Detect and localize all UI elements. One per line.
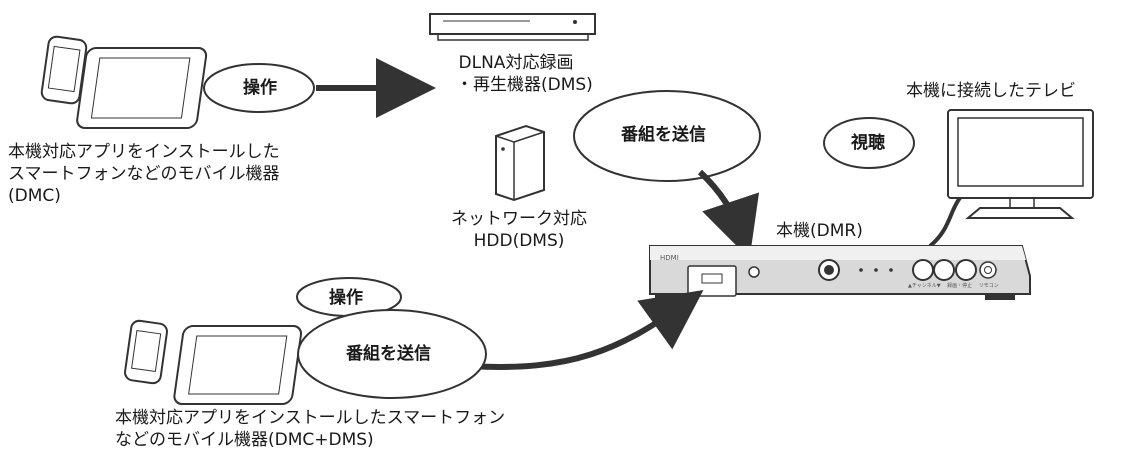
dmc-label: 本機対応アプリをインストールした スマートフォンなどのモバイル機器 (DMC) — [8, 141, 280, 207]
hdd-icon — [495, 124, 545, 202]
tv-label: 本機に接続したテレビ — [906, 81, 1076, 101]
operation-bubble-top — [203, 63, 315, 113]
dms-recorder-label: DLNA対応録画 ・再生機器(DMS) — [456, 52, 593, 96]
watch-label: 視聴 — [851, 133, 885, 153]
arrow-send-top — [697, 169, 760, 259]
dms-hdd-line1: ネットワーク対応 — [451, 209, 587, 229]
send-program-bubble-top — [573, 90, 761, 182]
tablet-icon-top — [76, 47, 208, 129]
dmc-dms-line1: 本機対応アプリをインストールしたスマートフォン — [115, 408, 506, 428]
send-program-bubble-bottom — [297, 309, 487, 399]
arrow-send-bottom — [469, 289, 704, 370]
dmc-line2: スマートフォンなどのモバイル機器 — [8, 164, 280, 184]
phone-icon-top — [40, 35, 88, 105]
dmc-dms-line2: などのモバイル機器(DMC+DMS) — [115, 430, 374, 450]
dmr-device-icon — [649, 245, 1031, 300]
dmc-dms-label: 本機対応アプリをインストールしたスマートフォン などのモバイル機器(DMC+DM… — [115, 407, 505, 451]
recorder-icon — [429, 13, 596, 41]
hdmi-cable — [928, 196, 962, 248]
phone-icon-bottom — [124, 319, 168, 385]
dmc-line3: (DMC) — [8, 186, 61, 206]
dms-recorder-line1: DLNA対応録画 — [458, 53, 574, 73]
tablet-icon-bottom — [173, 325, 303, 405]
dms-hdd-label: ネットワーク対応 HDD(DMS) — [444, 208, 594, 252]
dmc-line1: 本機対応アプリをインストールした — [8, 142, 280, 162]
send-program-label-top: 番組を送信 — [621, 125, 706, 145]
tv-icon — [947, 109, 1094, 219]
buttons-caption: ▲チャンネル▼ 録画・停止 リモコン — [908, 282, 999, 289]
send-program-label-bottom: 番組を送信 — [346, 344, 431, 364]
dms-recorder-line2: ・再生機器(DMS) — [456, 75, 593, 95]
operation-label-top: 操作 — [243, 78, 277, 98]
dms-hdd-line2: HDD(DMS) — [473, 231, 565, 251]
operation-label-bottom: 操作 — [329, 288, 363, 308]
hdmi-text: HDMI — [660, 254, 679, 262]
watch-bubble — [823, 117, 915, 169]
dmr-label: 本機(DMR) — [776, 221, 863, 241]
